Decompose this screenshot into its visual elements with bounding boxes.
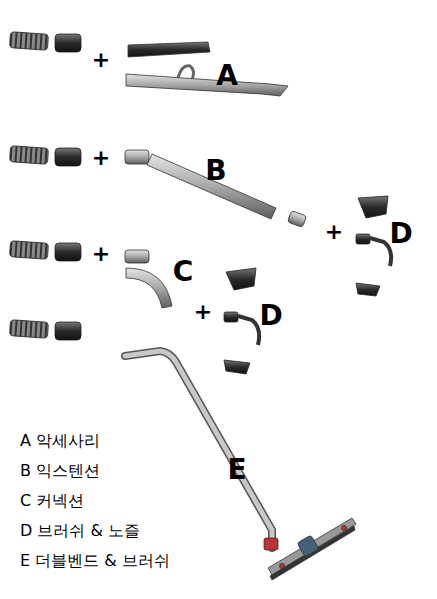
plus-sign: +: [92, 48, 110, 72]
plus-sign: +: [92, 242, 110, 266]
part-letter: D: [389, 219, 412, 250]
key-entry: E 더블벤드 & 브러쉬: [20, 552, 170, 570]
part-letter: A: [216, 61, 238, 92]
part-letter: C: [173, 257, 194, 288]
plus-sign: +: [325, 220, 343, 244]
part-letter: D: [259, 301, 282, 332]
plus-sign: +: [194, 300, 212, 324]
part-letter: B: [205, 156, 226, 187]
key-entry: C 커넥션: [20, 492, 84, 510]
key-entry: A 악세사리: [20, 432, 100, 450]
key-entry: B 익스텐션: [20, 462, 100, 480]
plus-sign: +: [92, 146, 110, 170]
key-entry: D 브러쉬 & 노즐: [20, 522, 140, 540]
part-letter: E: [227, 455, 246, 486]
